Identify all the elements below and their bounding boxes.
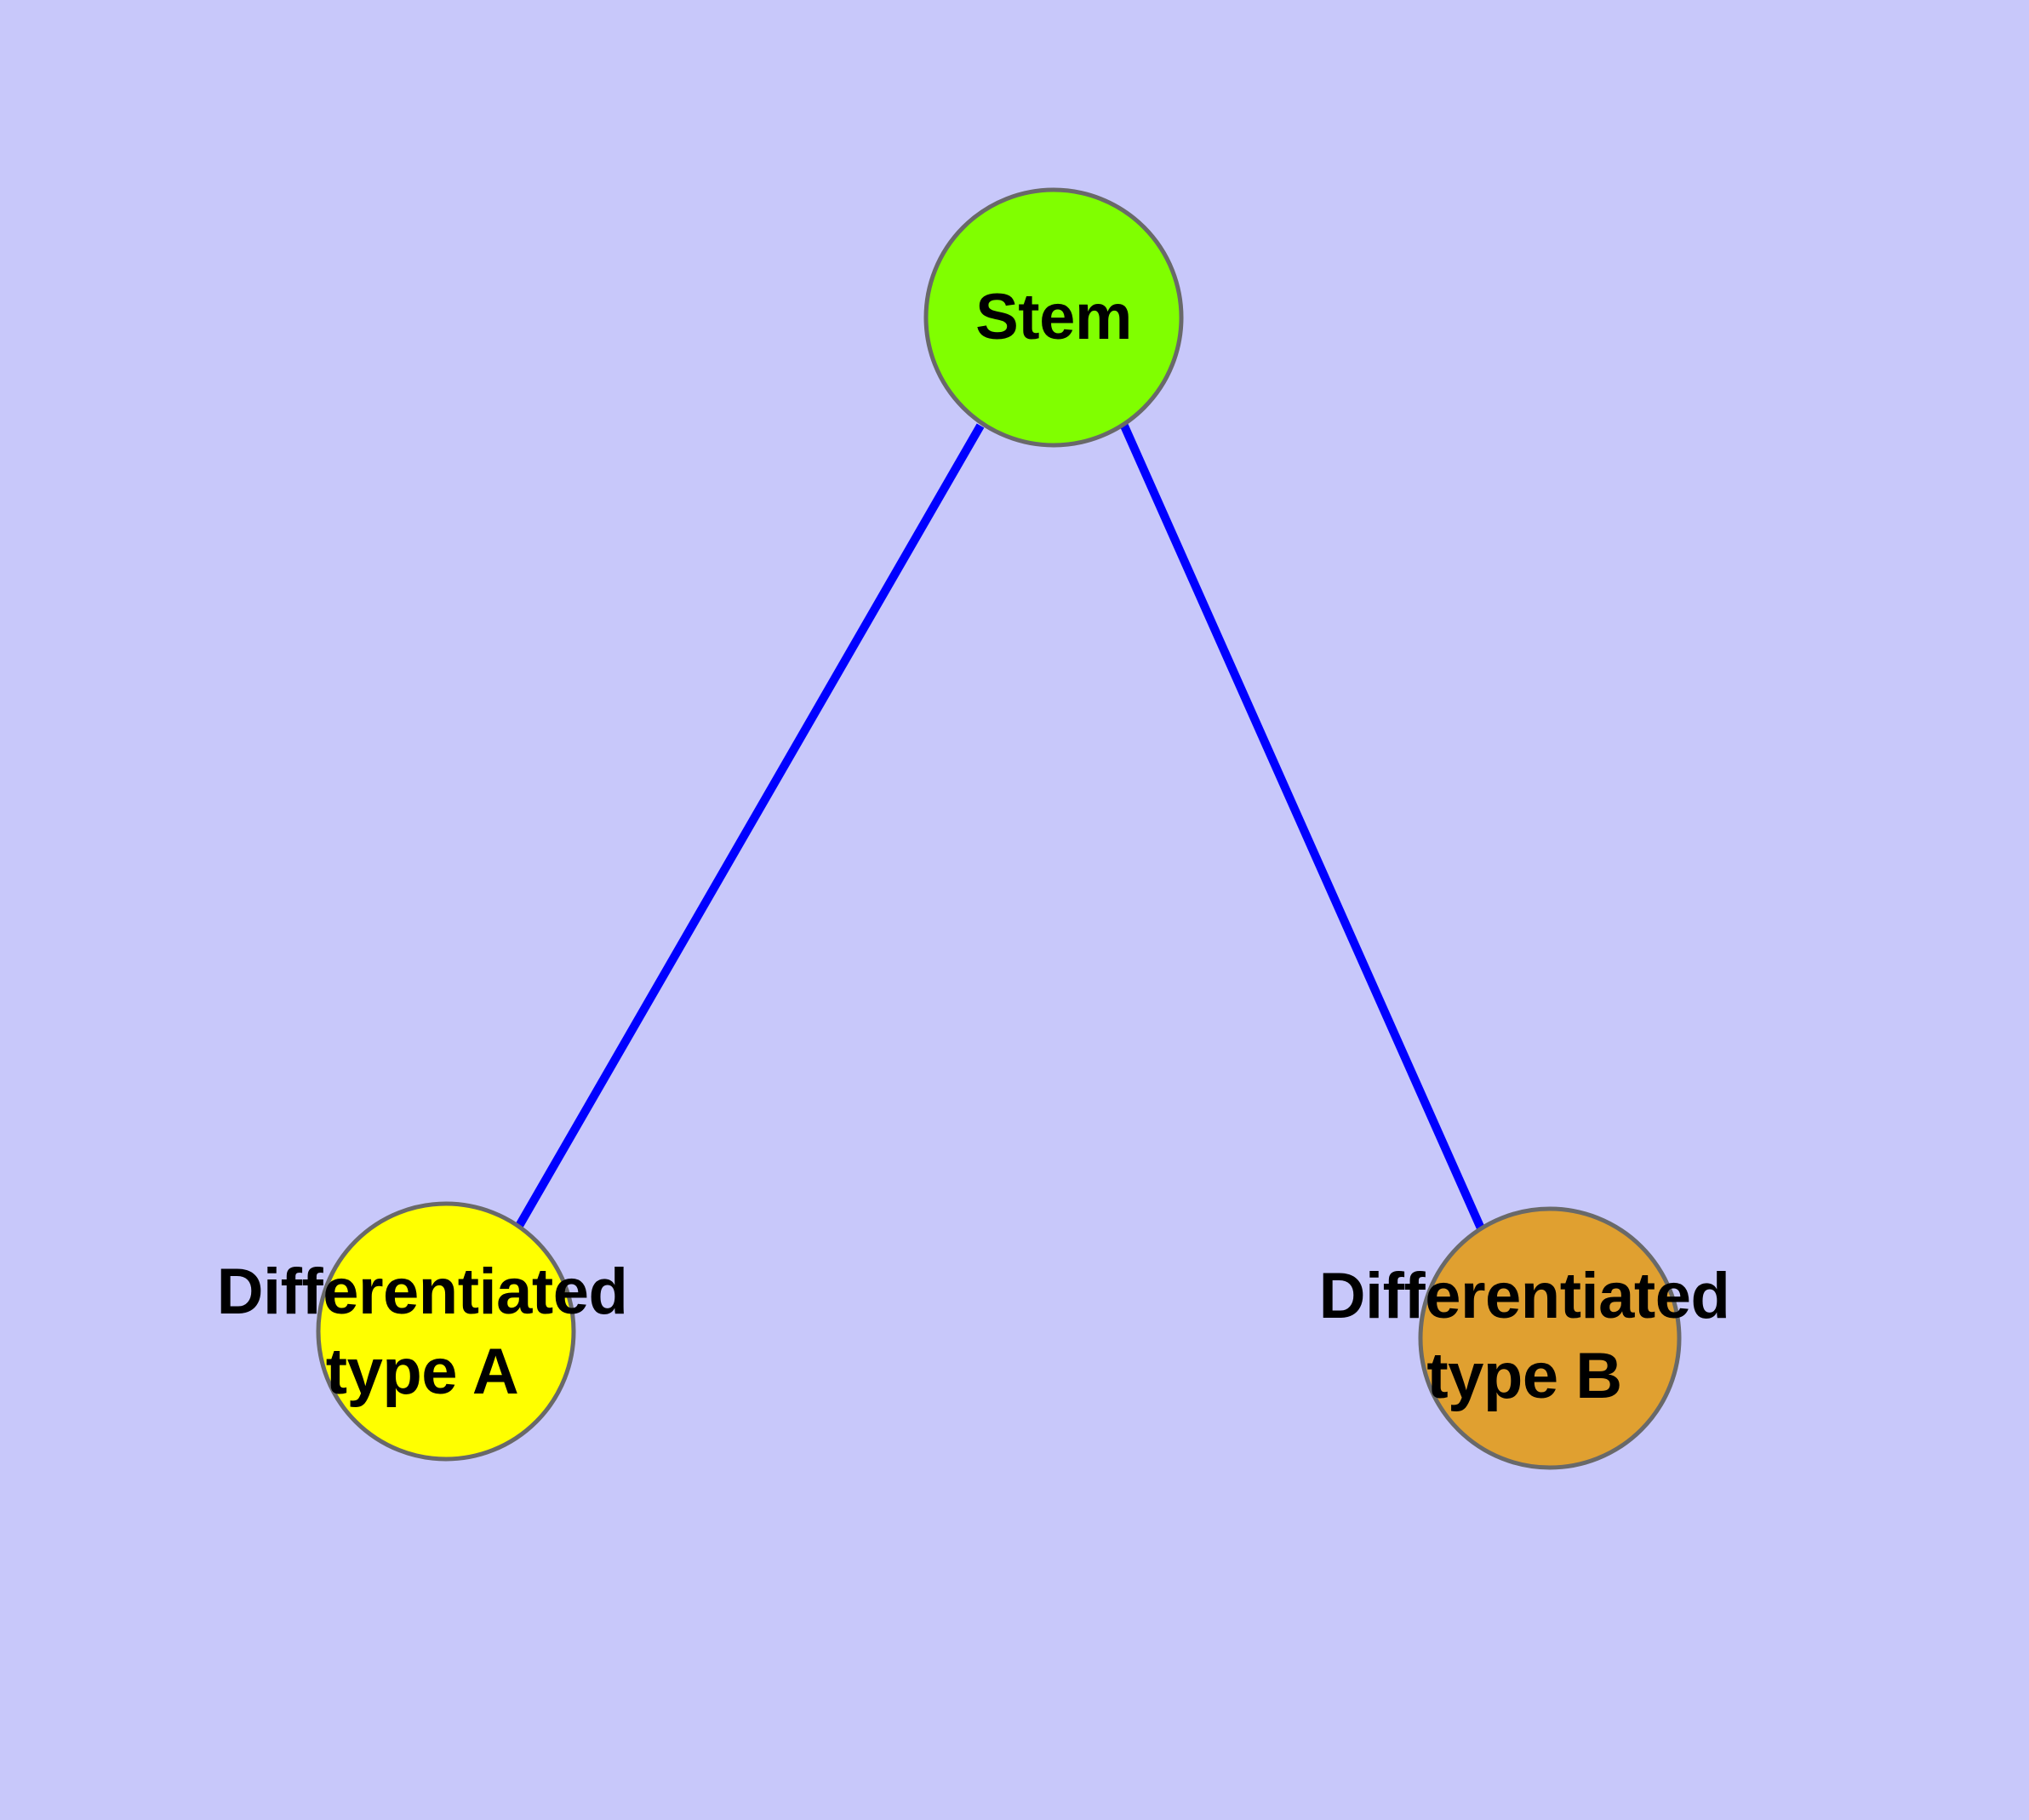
node-stem[interactable] <box>923 187 1184 448</box>
node-differentiated-type-b[interactable] <box>1418 1206 1682 1470</box>
node-layer <box>316 187 1682 1470</box>
edge-stem-to-differentiated-type-b[interactable] <box>1119 421 1485 1231</box>
edge-stem-to-differentiated-type-a[interactable] <box>515 423 985 1228</box>
edge-layer <box>515 421 1485 1231</box>
node-differentiated-type-a[interactable] <box>316 1201 576 1462</box>
